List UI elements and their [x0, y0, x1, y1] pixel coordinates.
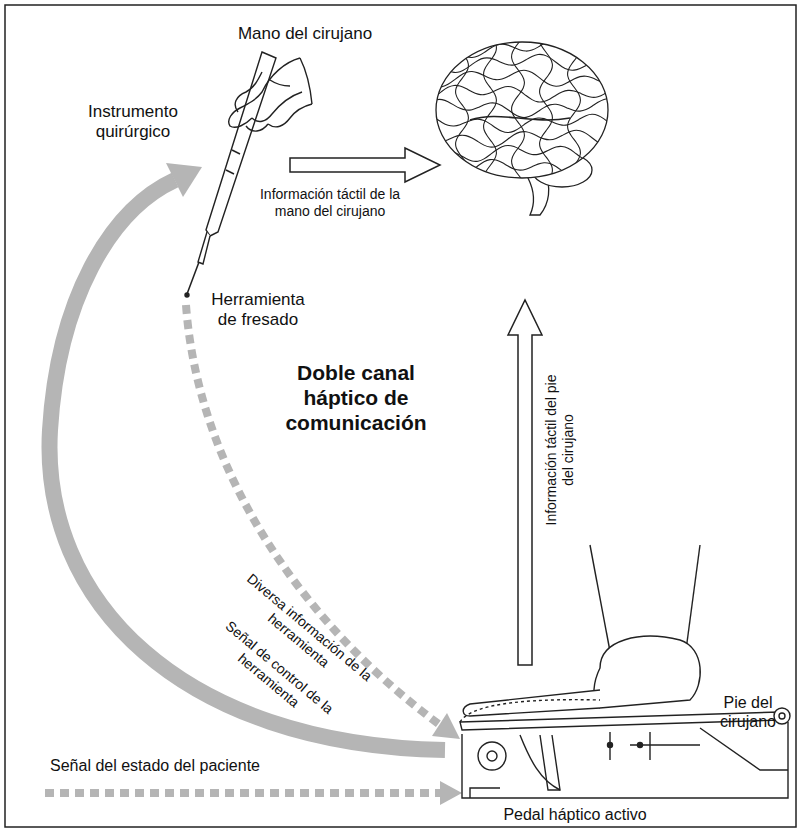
brain-sulcus [455, 40, 468, 178]
control-signal-head [166, 163, 202, 197]
brain-sulcus [567, 40, 580, 178]
illustration-label: Información táctil de la mano del ciruja… [254, 186, 406, 220]
brain-gyrus [430, 39, 610, 58]
brain-gyrus [430, 159, 610, 177]
foot-brain-arrow [508, 300, 542, 665]
surgeon-foot [463, 545, 700, 716]
patient-signal-head [440, 781, 462, 805]
frame-border [5, 5, 796, 827]
illustration-label: Pie del cirujano [712, 693, 784, 731]
patient-signal-arrow [45, 789, 440, 797]
hand-brain-arrow [290, 148, 440, 182]
illustration-label: Información táctil del pie del cirujano [543, 370, 577, 530]
brain-gyrus [430, 54, 610, 72]
illustration-label: Instrumento quirúrgico [73, 102, 193, 143]
brain-gyrus [430, 145, 610, 162]
diagram-title: Doble canal háptico de comunicación [270, 360, 442, 436]
surgeon-hand [229, 58, 312, 131]
illustration-label: Mano del cirujano [238, 24, 372, 44]
illustration-label: Pedal háptico activo [503, 805, 646, 824]
brain [430, 39, 610, 215]
tool-info-head [432, 713, 460, 739]
brain-sulcus [512, 40, 525, 178]
surgical-instrument [185, 52, 276, 297]
illustration-label: Señal del estado del paciente [50, 756, 260, 775]
brain-gyrus [430, 98, 610, 117]
control-signal-arrow [49, 180, 445, 750]
illustration-label: Herramienta de fresado [202, 290, 314, 331]
brain-gyrus [430, 114, 610, 132]
brain-sulcus [539, 40, 552, 178]
brain-sulcus [483, 40, 496, 178]
